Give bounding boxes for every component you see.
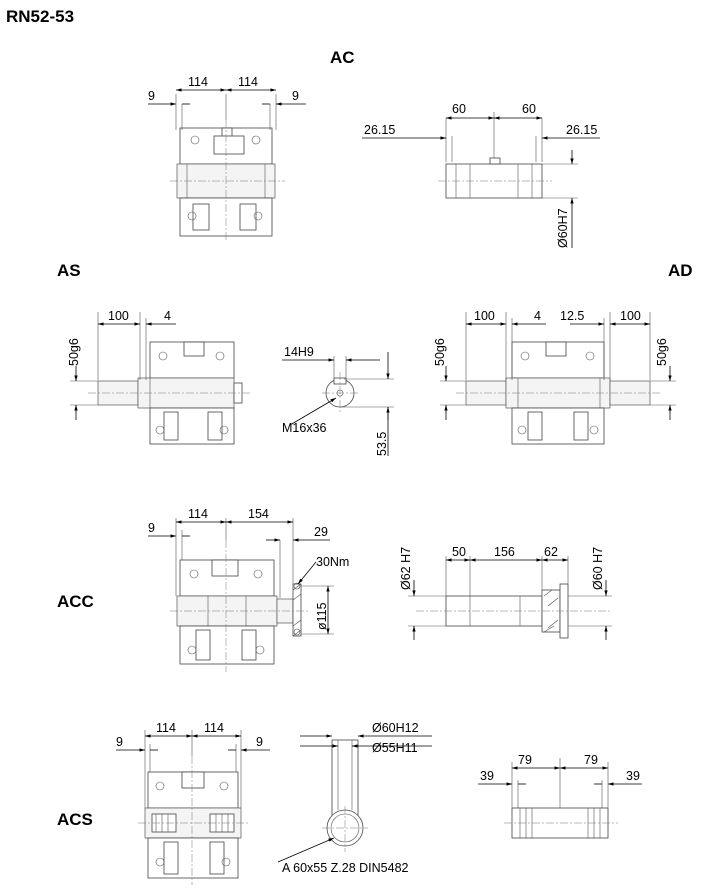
dim-ad-right-length: 100 (620, 309, 641, 323)
dim-acc-shaft-right-length: 62 (544, 545, 558, 559)
dim-acs-inner: Ø55H11 (372, 741, 418, 755)
dim-as-key: 14H9 (284, 345, 314, 359)
dim-as-diameter: 50g6 (67, 338, 81, 366)
dim-as-shaft-length: 100 (108, 309, 129, 323)
view-as: AS 100 4 (57, 261, 394, 456)
dim-as-gap: 4 (164, 309, 171, 323)
dim-ac-shaft-right-width: 60 (522, 102, 536, 116)
dim-acs-spline: A 60x55 Z.28 DIN5482 (282, 861, 409, 875)
hollow-shaft (416, 583, 610, 639)
view-ad: AD (433, 261, 693, 445)
dim-acs-right-half: 114 (204, 721, 224, 735)
dim-acc-extension: 154 (248, 507, 269, 521)
dim-acc-torque: 30Nm (316, 555, 349, 569)
dim-acs-right-offset: 9 (256, 735, 263, 749)
dim-acc-half: 114 (188, 507, 208, 521)
dim-ac-right-offset: 9 (292, 89, 299, 103)
dim-acc-shaft-left-diameter: Ø62 H7 (399, 547, 413, 590)
dim-acs-shaft-left-offset: 39 (480, 769, 494, 783)
dim-acc-shaft-middle: 156 (494, 545, 515, 559)
shaft-section (322, 372, 358, 414)
dimension-lines (478, 758, 642, 808)
dim-acc-shaft-left-length: 50 (452, 545, 466, 559)
dimension-lines (440, 312, 676, 420)
dimension-lines (282, 352, 394, 456)
dim-ad-left-length: 100 (474, 309, 495, 323)
view-label-acc: ACC (57, 592, 94, 611)
dim-acc-shaft-right-diameter: Ø60 H7 (591, 547, 605, 590)
dim-ac-bore: Ø60H7 (556, 208, 570, 248)
view-label-ac: AC (330, 48, 355, 67)
view-label-ad: AD (668, 261, 693, 280)
dim-ac-shaft-right-offset: 26.15 (566, 123, 597, 137)
dim-ac-shaft-left-offset: 26.15 (364, 123, 395, 137)
view-acs: ACS (57, 721, 642, 885)
view-label-acs: ACS (57, 810, 93, 829)
gearbox-body (456, 341, 660, 445)
dim-ad-gap: 4 (534, 309, 541, 323)
dim-as-thread: M16x36 (282, 421, 327, 435)
dim-ac-right-half: 114 (238, 75, 258, 89)
dim-acs-shaft-left-width: 79 (518, 753, 532, 767)
dimension-lines (408, 556, 612, 640)
hollow-shaft (438, 157, 552, 199)
dim-acs-left-half: 114 (156, 721, 176, 735)
dim-ac-left-offset: 9 (148, 89, 155, 103)
dimension-lines (148, 518, 334, 635)
dimension-lines (148, 88, 306, 130)
dim-ad-right-gap: 12.5 (560, 309, 584, 323)
gearbox-body (170, 540, 310, 672)
spline-profile (322, 739, 368, 852)
dim-acc-left-offset: 9 (148, 521, 155, 535)
dim-ad-left-diameter: 50g6 (433, 338, 447, 366)
splined-shaft (504, 807, 618, 839)
dimension-lines (116, 730, 270, 808)
dim-ac-shaft-left-width: 60 (452, 102, 466, 116)
dimension-lines (277, 734, 432, 863)
dim-acs-left-offset: 9 (116, 735, 123, 749)
dimension-lines (362, 112, 600, 248)
dim-acc-ring: 29 (314, 525, 328, 539)
gearbox-body (138, 756, 250, 885)
dim-ac-left-half: 114 (188, 75, 208, 89)
dim-acs-shaft-right-offset: 39 (626, 769, 640, 783)
dim-acs-outer: Ø60H12 (372, 721, 419, 735)
dim-acs-shaft-right-width: 79 (584, 753, 598, 767)
page-title: RN52-53 (6, 7, 74, 26)
dim-ad-right-diameter: 50g6 (655, 338, 669, 366)
view-label-as: AS (57, 261, 81, 280)
view-acc: ACC (57, 507, 612, 672)
gearbox-body (170, 120, 285, 242)
dim-as-height: 53.5 (375, 432, 389, 456)
dimension-lines (70, 312, 176, 420)
dim-acc-ring-diameter: ø115 (315, 602, 329, 630)
gearbox-body (88, 341, 250, 445)
view-ac: AC (148, 48, 600, 248)
